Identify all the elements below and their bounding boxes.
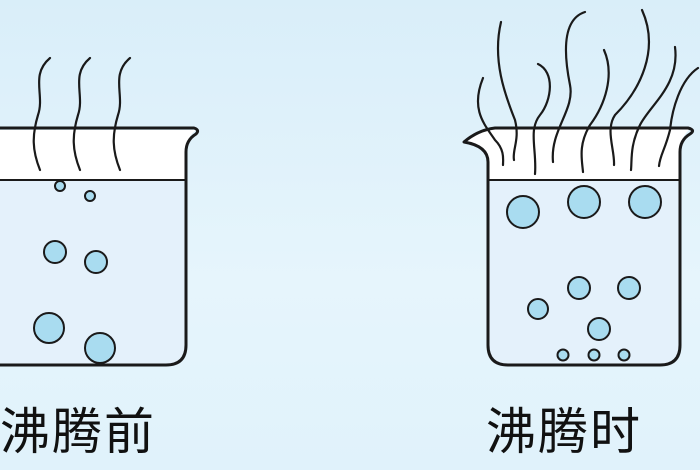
beaker-outline (462, 126, 695, 367)
beaker-during-boiling (462, 8, 700, 367)
beaker-before-boiling (0, 56, 200, 367)
beaker-rim-empty-area (0, 130, 196, 180)
beaker-rim-empty-area (466, 129, 690, 180)
label-during-boiling: 沸腾时 (486, 403, 642, 461)
bubbles-during (506, 185, 662, 362)
beaker-outline (0, 126, 200, 367)
steam-during (477, 8, 700, 176)
label-before-boiling: 沸腾前 (0, 403, 156, 461)
bubbles-before (33, 180, 116, 364)
steam-before (32, 56, 132, 172)
